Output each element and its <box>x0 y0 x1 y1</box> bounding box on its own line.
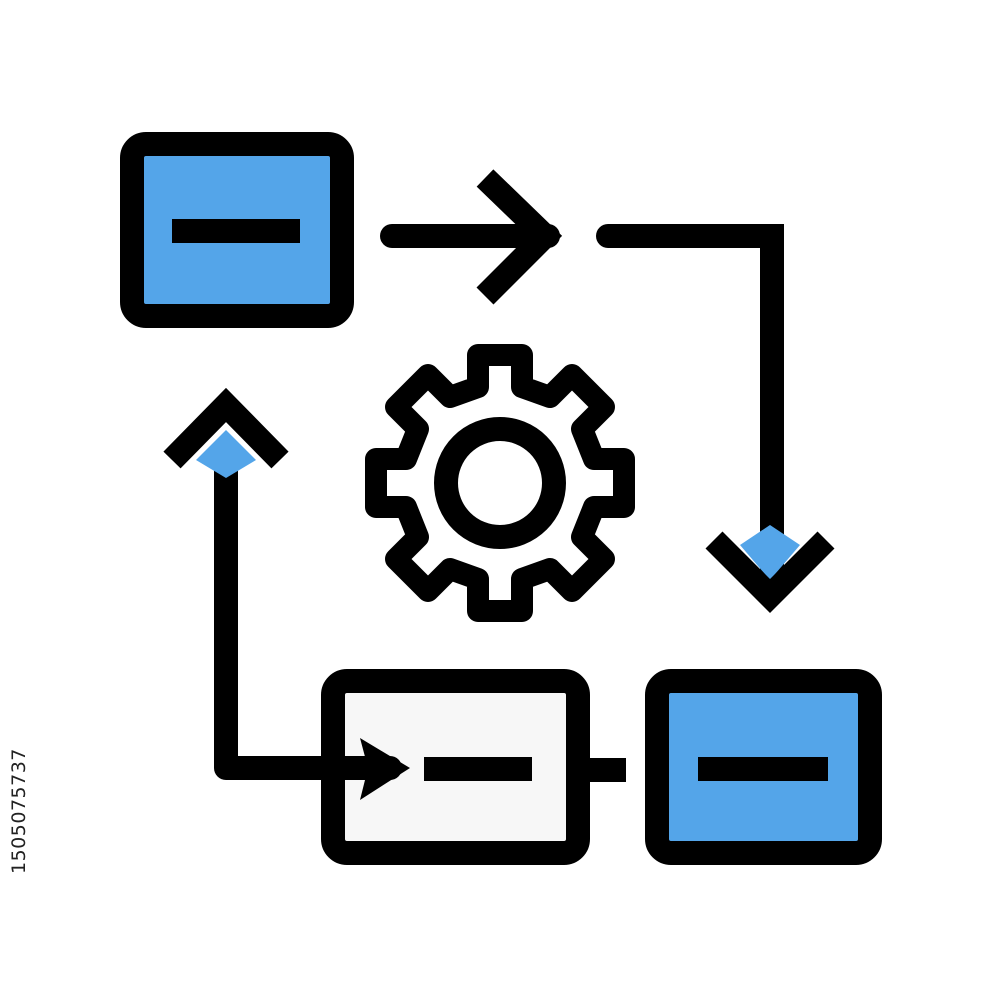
gear-icon <box>365 344 635 622</box>
process-box-top-left <box>120 132 354 328</box>
arrowhead-blue-fill <box>196 430 256 478</box>
arrow-up-icon <box>163 387 410 800</box>
process-box-bottom-right <box>645 669 882 865</box>
arrow-right-icon <box>380 169 563 305</box>
arrowhead-blue-fill <box>740 525 800 580</box>
box-dash <box>172 219 300 243</box>
stock-id-watermark: 1505075737 <box>8 748 30 874</box>
arrow-down-icon <box>596 224 835 613</box>
arrowhead-into-box <box>360 738 410 800</box>
connector-line <box>590 758 626 782</box>
